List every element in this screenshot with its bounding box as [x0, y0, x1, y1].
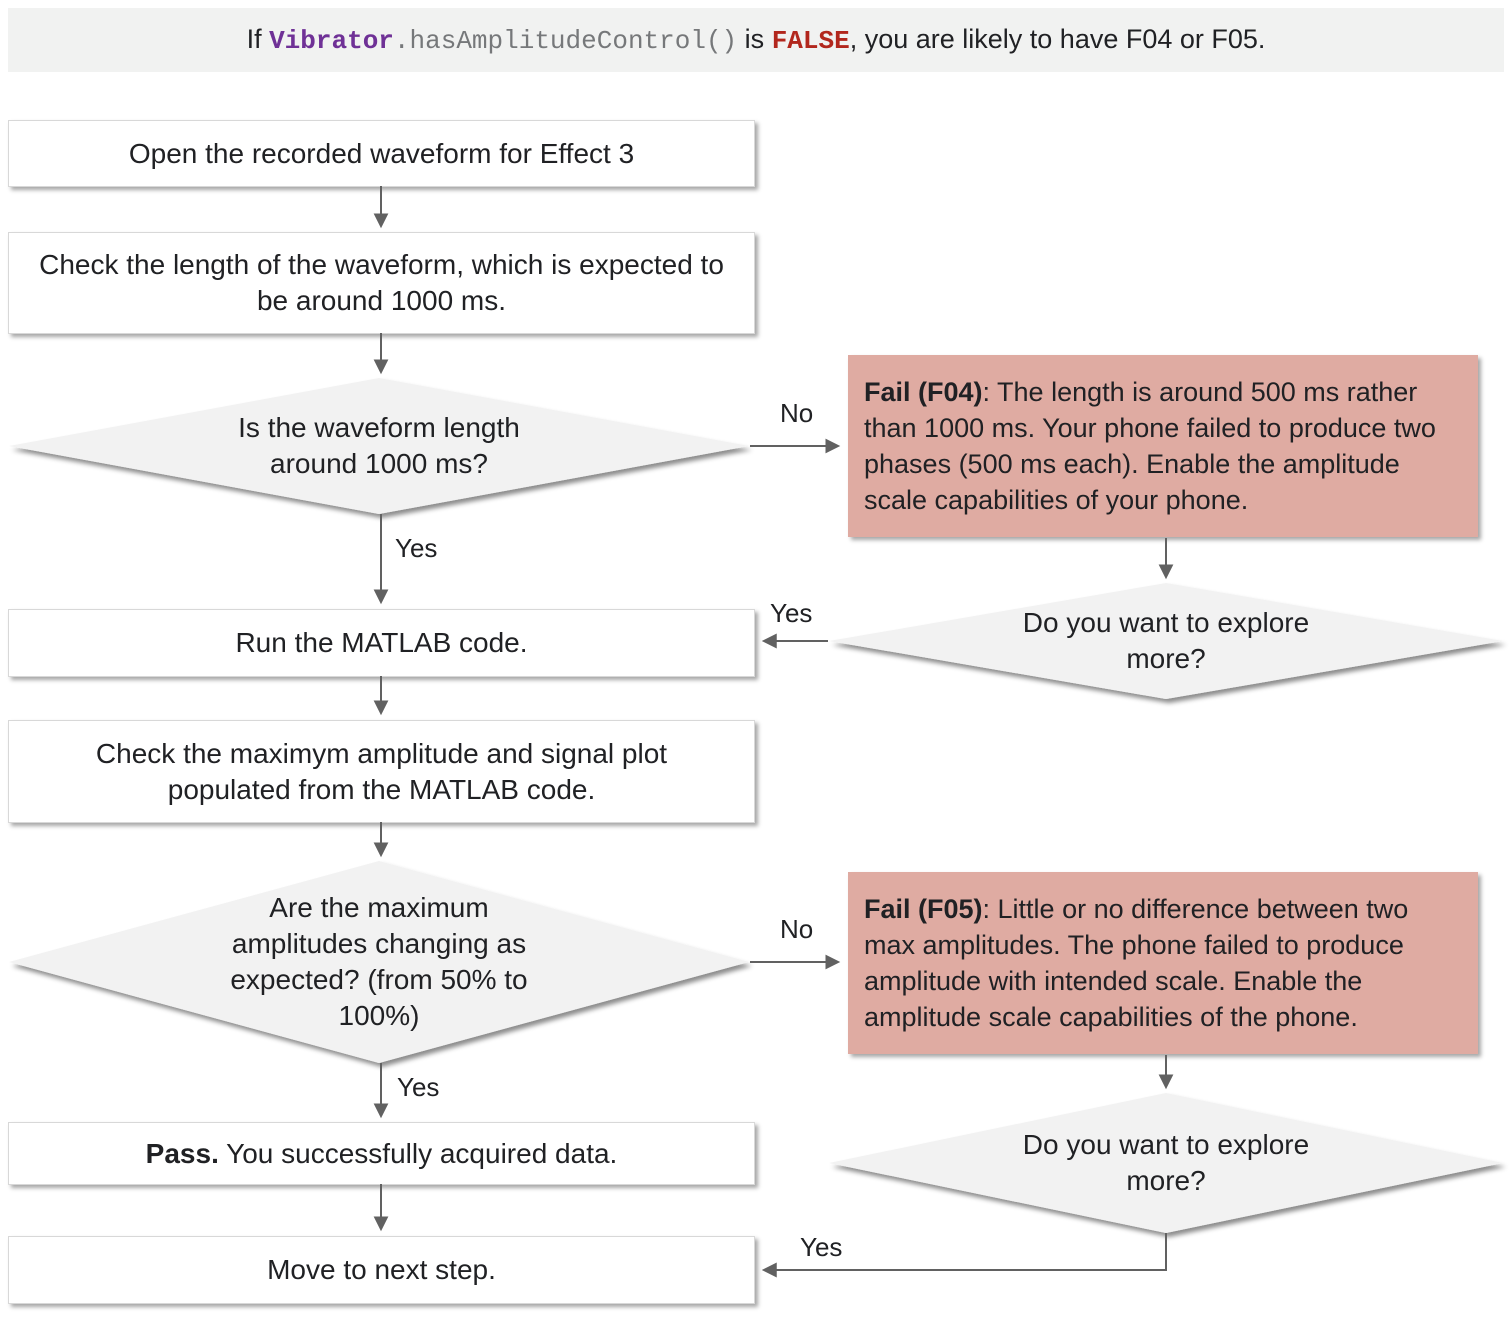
fail-f04-title: Fail (F04)	[864, 377, 983, 407]
fail-f05-body: : Little or no difference between two ma…	[864, 894, 1409, 1032]
decision-amplitude-diamond	[9, 861, 749, 1063]
step-check-length: Check the length of the waveform, which …	[8, 232, 755, 334]
pass-body: You successfully acquired data.	[218, 1137, 618, 1169]
step-pass: Pass. You successfully acquired data.	[8, 1122, 755, 1185]
edge-label-yes-explore1: Yes	[770, 598, 813, 628]
step-run-matlab: Run the MATLAB code.	[8, 609, 755, 677]
step-pass-label: Pass. You successfully acquired data.	[9, 1136, 754, 1172]
fail-f04-box: Fail (F04): The length is around 500 ms …	[848, 355, 1478, 537]
condition-banner: If Vibrator.hasAmplitudeControl() is FAL…	[8, 8, 1504, 72]
step-move-next: Move to next step.	[8, 1236, 755, 1304]
step-run-matlab-label: Run the MATLAB code.	[235, 627, 528, 658]
decision-length-label: Is the waveform length around 1000 ms?	[238, 412, 520, 479]
fail-f04-body: : The length is around 500 ms rather tha…	[864, 377, 1436, 515]
fail-f05-label: Fail (F05): Little or no difference betw…	[864, 891, 1462, 1035]
code-object-name: Vibrator	[269, 26, 394, 56]
edge-explore2-yes-to-move	[761, 1233, 1167, 1278]
step-check-amplitude: Check the maximym amplitude and signal p…	[8, 720, 755, 823]
step-open-waveform: Open the recorded waveform for Effect 3	[8, 120, 755, 187]
banner-prefix: If	[246, 24, 270, 54]
decision-amplitude-label: Are the maximum amplitudes changing as e…	[230, 892, 528, 1031]
banner-connector: is	[737, 24, 772, 54]
fail-f05-title: Fail (F05)	[864, 894, 983, 924]
step-move-next-label: Move to next step.	[267, 1254, 496, 1285]
step-check-length-label: Check the length of the waveform, which …	[39, 249, 724, 316]
pass-title: Pass.	[145, 1137, 219, 1169]
fail-f05-box: Fail (F05): Little or no difference betw…	[848, 872, 1478, 1054]
edge-label-yes-2: Yes	[397, 1072, 440, 1102]
banner-suffix: , you are likely to have F04 or F05.	[849, 24, 1266, 54]
fail-f04-label: Fail (F04): The length is around 500 ms …	[864, 374, 1462, 518]
decision-length-diamond	[9, 378, 749, 514]
code-false-value: FALSE	[771, 26, 850, 56]
decision-explore1-label: Do you want to explore more?	[1022, 607, 1310, 674]
decision-explore2-label: Do you want to explore more?	[1022, 1129, 1310, 1196]
step-open-waveform-label: Open the recorded waveform for Effect 3	[128, 137, 635, 169]
edge-label-no-1: No	[780, 398, 814, 428]
edge-label-yes-1: Yes	[395, 533, 438, 563]
edge-label-yes-explore2: Yes	[800, 1232, 843, 1262]
decision-explore2-diamond	[829, 1093, 1503, 1233]
decision-explore1-diamond	[829, 583, 1503, 699]
code-method-name: .hasAmplitudeControl()	[393, 26, 738, 56]
step-check-amplitude-label: Check the maximym amplitude and signal p…	[95, 737, 668, 805]
banner-text: If Vibrator.hasAmplitudeControl() is FAL…	[247, 24, 1266, 56]
edge-label-no-2: No	[780, 914, 814, 944]
